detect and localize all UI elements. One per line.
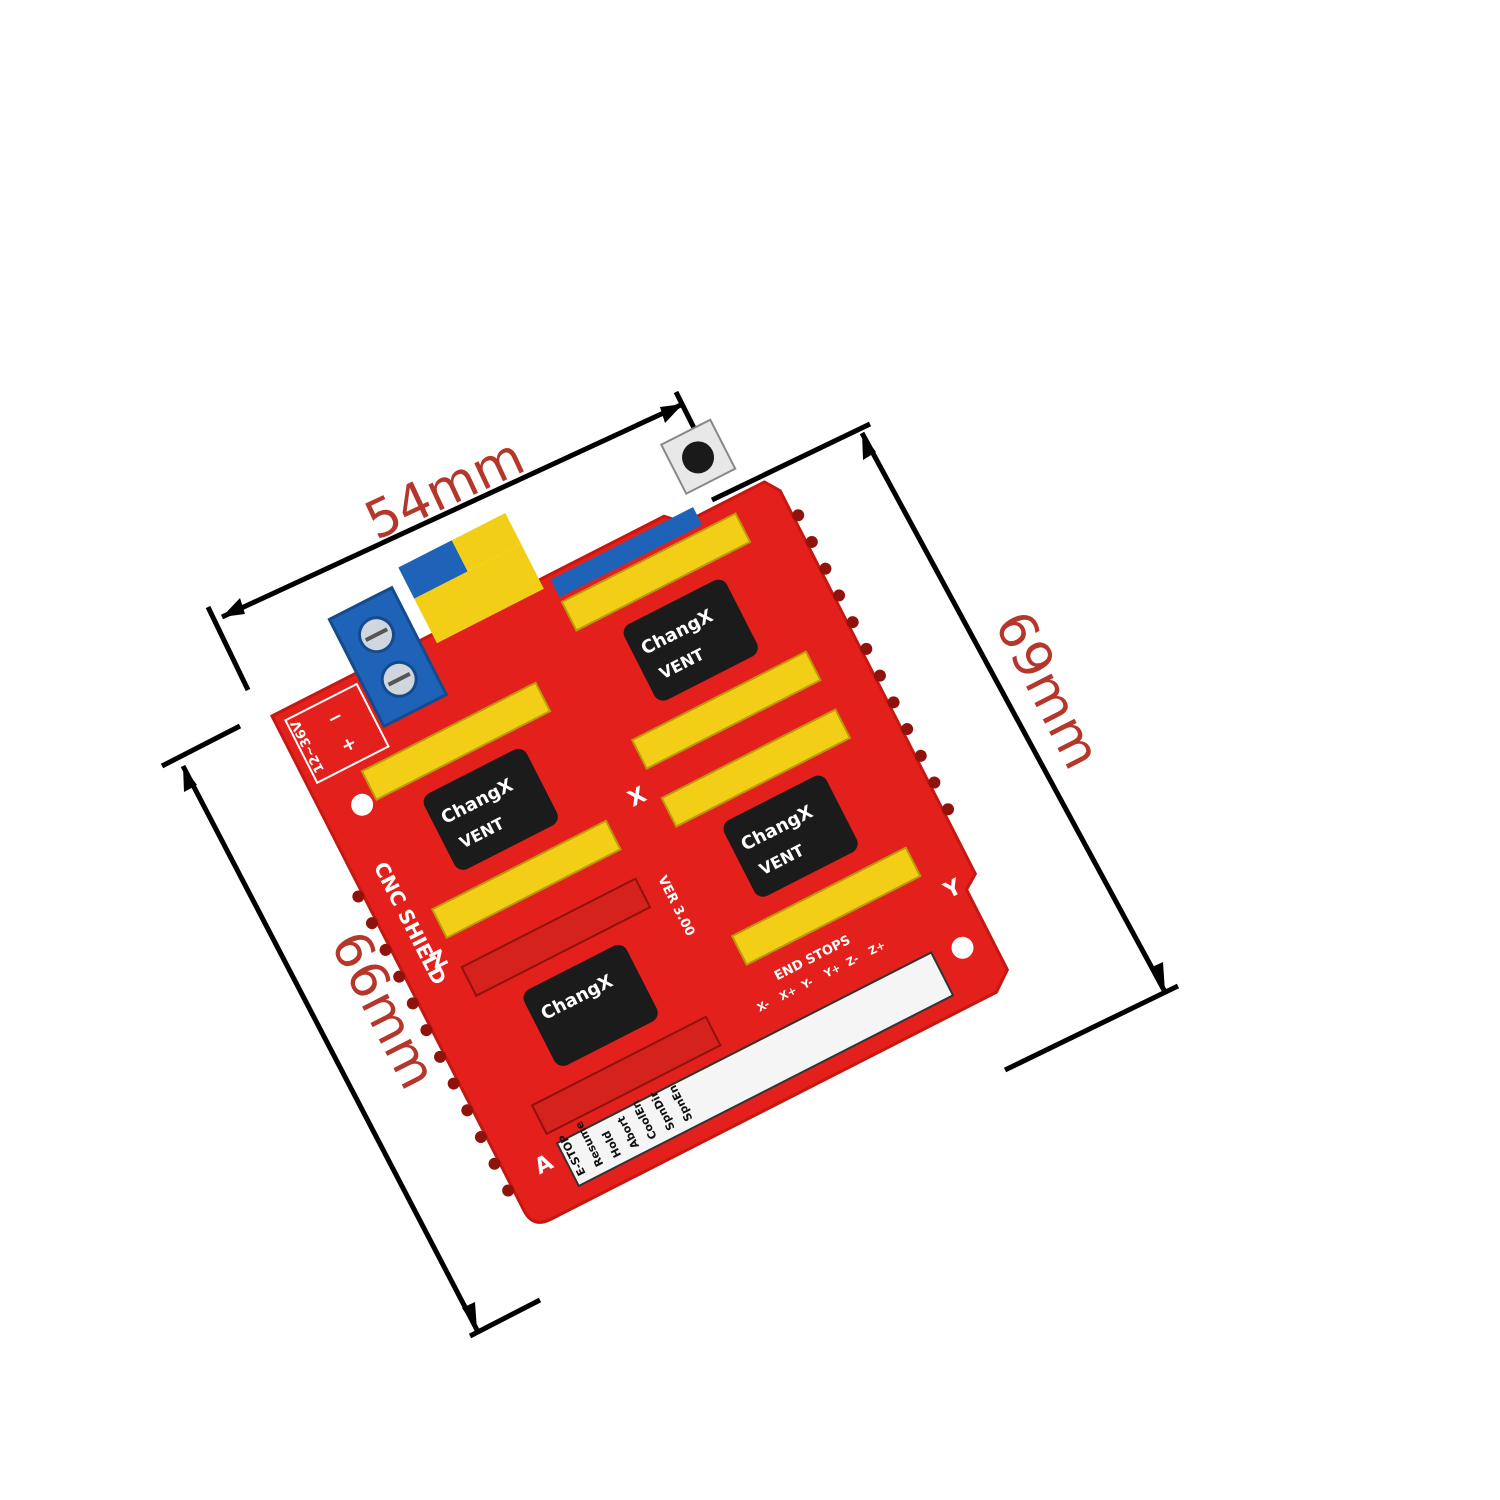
capacitor: ChangX VENT	[723, 775, 858, 897]
driver-socket-x	[360, 681, 622, 940]
arduino-side-pins	[352, 509, 955, 1197]
jumper-header-block	[398, 512, 544, 644]
driver-socket-y	[560, 512, 822, 770]
reset-label: RST	[730, 435, 762, 461]
power-terminal-block	[327, 585, 449, 729]
svg-text:X-: X-	[755, 998, 772, 1015]
control-header	[555, 951, 955, 1188]
reset-button	[659, 418, 737, 496]
capacitor: ChangX VENT	[423, 748, 558, 870]
capacitor: ChangX	[523, 944, 658, 1066]
svg-text:Z-: Z-	[844, 952, 861, 969]
mounting-hole	[951, 936, 974, 959]
mounting-hole	[351, 793, 374, 816]
dimension-arrows	[183, 404, 1165, 1330]
power-silk-box	[284, 682, 390, 785]
driver-socket-a	[660, 708, 922, 966]
cnc-shield-board: 12~36V − + 5V/GND A.STEP /D Z.STEP /D Y.…	[269, 418, 1010, 1224]
driver-socket-z	[460, 877, 722, 1136]
capacitor: ChangX VENT	[623, 579, 758, 701]
svg-text:Y-: Y-	[799, 975, 816, 992]
signal-header	[550, 507, 703, 598]
dimension-lines	[160, 390, 1180, 1339]
